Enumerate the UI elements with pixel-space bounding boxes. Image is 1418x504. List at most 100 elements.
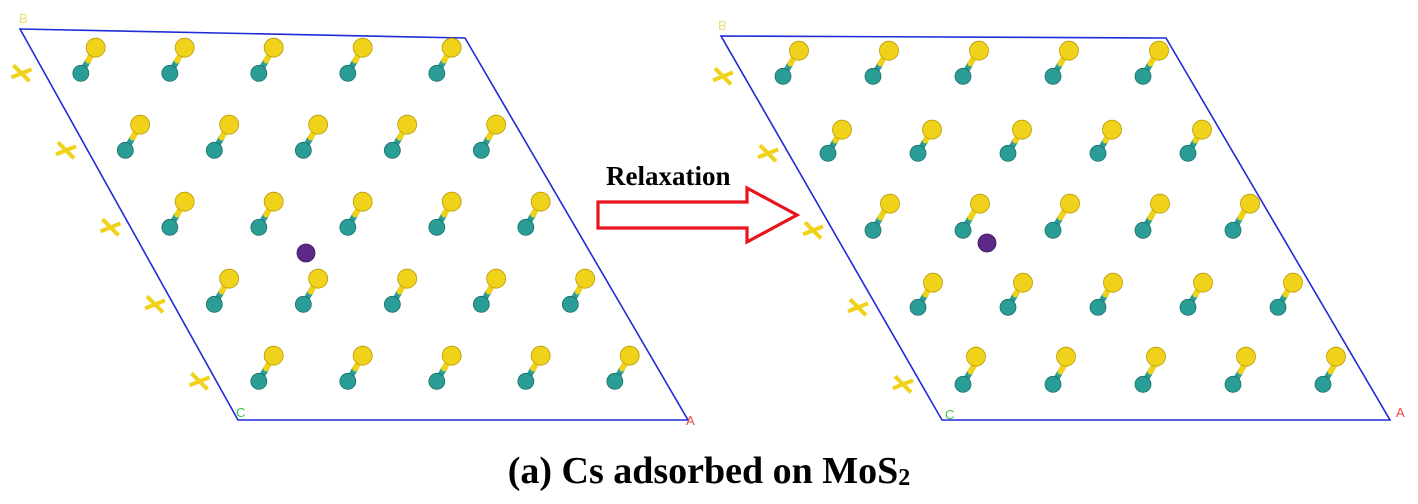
molybdenum-atom xyxy=(161,64,179,82)
molybdenum-atom xyxy=(864,221,882,239)
sulfur-atoms xyxy=(85,37,640,366)
molybdenum-atom xyxy=(250,64,268,82)
sulfur-atom xyxy=(1149,40,1169,61)
cesium-atom xyxy=(977,233,997,253)
sulfur-atom xyxy=(441,37,462,58)
molybdenum-atom xyxy=(1314,375,1332,393)
molybdenum-atom xyxy=(1134,67,1152,85)
sulfur-atom xyxy=(352,37,373,58)
relaxation-arrow xyxy=(596,185,801,245)
cell-axis-label-a: A xyxy=(686,413,695,428)
caption-subscript: 2 xyxy=(898,465,911,491)
sulfur-atom xyxy=(1059,40,1079,61)
molybdenum-atom xyxy=(1134,375,1152,393)
bond-stub xyxy=(802,224,824,237)
sulfur-atom xyxy=(575,268,596,289)
sulfur-atom xyxy=(530,191,551,212)
molybdenum-atom xyxy=(205,141,223,159)
molybdenum-atoms xyxy=(72,64,624,390)
molybdenum-atom xyxy=(819,144,837,162)
sulfur-atom xyxy=(1150,193,1170,214)
molybdenum-atom xyxy=(383,141,401,159)
bond-stub xyxy=(847,301,869,314)
molybdenum-atom xyxy=(999,298,1017,316)
bond-stub xyxy=(712,70,734,83)
molybdenum-atom xyxy=(472,141,490,159)
periodic-image-atoms xyxy=(712,66,914,394)
sulfur-atom xyxy=(530,345,551,366)
cell-axis-label-a: A xyxy=(1396,405,1405,420)
unit-cell-outline xyxy=(18,28,690,421)
figure-caption: (a) Cs adsorbed on MoS2 xyxy=(0,449,1418,493)
molybdenum-atom xyxy=(339,218,357,236)
molybdenum-atom xyxy=(428,372,446,390)
sulfur-atom xyxy=(308,268,329,289)
molybdenum-atom xyxy=(864,67,882,85)
sulfur-atom xyxy=(619,345,640,366)
molybdenum-atom xyxy=(954,375,972,393)
molybdenum-atom xyxy=(161,218,179,236)
molybdenum-atom xyxy=(1089,144,1107,162)
sulfur-atom xyxy=(1056,346,1076,367)
caption-text: (a) Cs adsorbed on MoS xyxy=(507,450,899,492)
cell-axis-label-b: B xyxy=(19,11,28,26)
molybdenum-atom xyxy=(294,295,312,313)
molybdenum-atom xyxy=(1269,298,1287,316)
sulfur-atom xyxy=(1060,193,1080,214)
bond-stub xyxy=(188,375,211,388)
molybdenum-atom xyxy=(909,298,927,316)
sulfur-atom xyxy=(263,37,284,58)
molybdenum-atom xyxy=(250,372,268,390)
sulfur-atom xyxy=(174,37,195,58)
sulfur-atom xyxy=(174,191,195,212)
molybdenum-atom xyxy=(1089,298,1107,316)
molybdenum-atom xyxy=(428,218,446,236)
sulfur-atom xyxy=(922,119,942,140)
molybdenum-atom xyxy=(1134,221,1152,239)
sulfur-atom xyxy=(352,191,373,212)
sulfur-atom xyxy=(1146,346,1166,367)
molybdenum-atom xyxy=(561,295,579,313)
unit-cell-outline xyxy=(719,35,1392,421)
molybdenum-atom xyxy=(999,144,1017,162)
molybdenum-atom xyxy=(517,218,535,236)
sulfur-atom xyxy=(1326,346,1346,367)
mo-s-bonds xyxy=(77,44,633,385)
molybdenum-atom xyxy=(517,372,535,390)
cell-axis-label-c: C xyxy=(236,405,246,420)
sulfur-atom xyxy=(441,191,462,212)
bond-stub xyxy=(144,298,166,311)
molybdenum-atom xyxy=(72,64,90,82)
sulfur-atom xyxy=(130,114,151,135)
molybdenum-atom xyxy=(1044,375,1062,393)
sulfur-atom xyxy=(879,40,899,61)
molybdenum-atom xyxy=(909,144,927,162)
cell-axis-label-c: C xyxy=(945,407,955,422)
sulfur-atom xyxy=(1193,272,1213,293)
sulfur-atom xyxy=(1240,193,1260,214)
molybdenum-atom xyxy=(294,141,312,159)
molybdenum-atom xyxy=(472,295,490,313)
bond-stub xyxy=(10,67,33,80)
sulfur-atom xyxy=(308,114,329,135)
sulfur-atom xyxy=(397,268,418,289)
molybdenum-atom xyxy=(1224,375,1242,393)
relaxation-label: Relaxation xyxy=(606,161,731,191)
cesium-atom xyxy=(296,243,316,263)
sulfur-atom xyxy=(966,346,986,367)
sulfur-atom xyxy=(1283,272,1303,293)
mo-s-bonds xyxy=(780,47,1341,388)
sulfur-atom xyxy=(1102,119,1122,140)
molybdenum-atom xyxy=(1044,67,1062,85)
molybdenum-atom xyxy=(116,141,134,159)
bond-stub xyxy=(55,144,77,157)
sulfur-atom xyxy=(970,193,990,214)
molybdenum-atom xyxy=(339,64,357,82)
molybdenum-atom xyxy=(774,67,792,85)
structure-before-relaxation xyxy=(10,28,690,421)
bond-stub xyxy=(99,221,122,234)
molybdenum-atom xyxy=(954,67,972,85)
cell-axis-label-b: B xyxy=(718,18,727,33)
